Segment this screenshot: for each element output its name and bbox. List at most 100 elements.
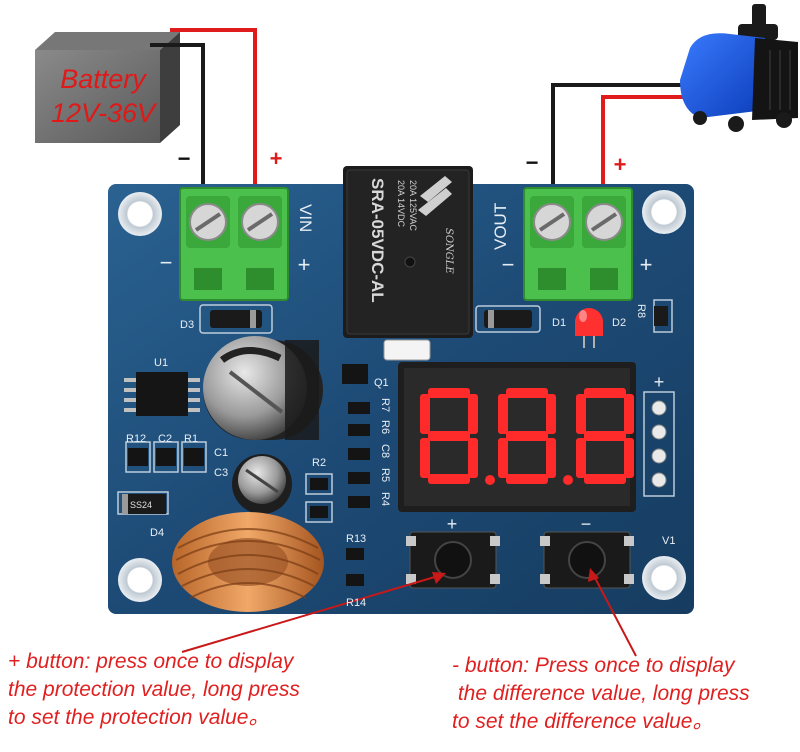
label-r8: R8 xyxy=(635,304,647,318)
mount-hole-top-left xyxy=(118,192,162,236)
relay-pad xyxy=(383,339,431,361)
plus-caption-line-1: + button: press once to display xyxy=(8,650,294,673)
display-digit-2-segment-b xyxy=(624,394,634,434)
label-c2: C2 xyxy=(158,433,172,445)
songle-logo xyxy=(420,176,452,202)
battery-side xyxy=(160,32,180,143)
display-digit-0-segment-c xyxy=(468,438,478,478)
display-digit-1-segment-g xyxy=(506,431,548,441)
relay-rating-1: 20A 14VDC xyxy=(396,180,406,228)
label-c8: C8 xyxy=(379,444,391,458)
capacitor-c1 xyxy=(203,336,323,440)
transistor-q1 xyxy=(342,364,368,384)
label-ss24: SS24 xyxy=(130,500,152,510)
pump-positive-wire xyxy=(601,95,720,190)
label-r6: R6 xyxy=(379,420,391,434)
mount-hole-bottom-right xyxy=(642,556,686,600)
label-c1: C1 xyxy=(214,447,228,459)
battery-positive-wire xyxy=(170,28,257,190)
capacitor-c3 xyxy=(232,454,292,514)
label-r1: R1 xyxy=(184,433,198,445)
display-digit-1-segment-a xyxy=(506,388,548,398)
label-c3: C3 xyxy=(214,467,228,479)
vout-minus-label: − xyxy=(502,252,515,277)
display-digit-1-segment-c xyxy=(546,438,556,478)
battery-minus-label: − xyxy=(178,146,191,171)
header-pins xyxy=(651,400,667,488)
display-digit-0-segment-g xyxy=(428,431,470,441)
display-digit-0-segment-b xyxy=(468,394,478,434)
diode-d1 xyxy=(484,310,532,328)
plus-button-caption: + button: press once to display the prot… xyxy=(8,648,300,732)
display-decimal-point xyxy=(485,475,495,485)
vin-label: VIN xyxy=(296,204,315,232)
vout-terminal-block xyxy=(523,187,633,301)
water-pump xyxy=(680,4,798,132)
vin-terminal-block xyxy=(179,187,289,301)
label-q1: Q1 xyxy=(374,377,389,389)
display-digit-1-segment-f xyxy=(498,394,508,434)
battery-label-line1: Battery xyxy=(60,64,146,94)
resistor-r8 xyxy=(654,306,668,326)
display-digit-0-segment-d xyxy=(428,474,470,484)
minus-button[interactable] xyxy=(540,531,634,589)
plus-button-arrow xyxy=(181,572,446,653)
pump-minus-label: − xyxy=(526,150,539,175)
mount-hole-top-right xyxy=(642,190,686,234)
battery xyxy=(35,32,180,143)
minus-button-arrow xyxy=(588,568,637,657)
pump-intake xyxy=(752,38,798,120)
display-digit-2-segment-d xyxy=(584,474,626,484)
pump-body xyxy=(680,33,765,118)
minus-caption-line-3: to set the difference value。 xyxy=(452,710,714,733)
display-digit-1-segment-e xyxy=(498,438,508,478)
display-digit-2-segment-a xyxy=(584,388,626,398)
diode-d3 xyxy=(210,310,262,328)
label-d4: D4 xyxy=(150,527,164,539)
vout-label: VOUT xyxy=(491,203,510,250)
seven-segment-display xyxy=(398,362,636,512)
vin-minus-label: − xyxy=(160,250,173,275)
relay-brand: SONGLE xyxy=(443,228,454,274)
battery-label-line2: 12V-36V xyxy=(50,98,156,128)
display-digit-2-segment-f xyxy=(576,394,586,434)
minus-caption-line-2: the difference value, long press xyxy=(452,682,750,705)
label-btn-plus: + xyxy=(447,514,458,534)
label-r13: R13 xyxy=(346,533,366,545)
battery-label: Battery 12V-36V xyxy=(38,62,168,130)
label-v1: V1 xyxy=(662,535,675,547)
vout-plus-label: + xyxy=(640,252,653,277)
vin-plus-label: + xyxy=(298,252,311,277)
label-r7: R7 xyxy=(379,398,391,412)
minus-button-caption: - button: Press once to display the diff… xyxy=(452,652,750,736)
label-btn-minus: − xyxy=(581,514,592,534)
display-digit-0-segment-e xyxy=(420,438,430,478)
battery-top xyxy=(35,32,180,50)
label-d1: D1 xyxy=(552,317,566,329)
plus-caption-line-3: to set the protection value。 xyxy=(8,706,270,729)
plus-caption-line-2: the protection value, long press xyxy=(8,678,300,701)
relay-rating-2: 20A 125VAC xyxy=(408,180,418,231)
pump-outlet xyxy=(752,4,766,28)
label-r4: R4 xyxy=(379,492,391,506)
led-d2 xyxy=(575,308,603,348)
battery-negative-wire xyxy=(150,43,205,190)
label-r14: R14 xyxy=(346,597,366,609)
minus-caption-line-1: - button: Press once to display xyxy=(452,654,735,677)
label-r2: R2 xyxy=(312,457,326,469)
plus-button[interactable] xyxy=(406,531,500,589)
label-d2: D2 xyxy=(612,317,626,329)
battery-face xyxy=(35,50,160,143)
display-digit-2-segment-e xyxy=(576,438,586,478)
inductor-coil xyxy=(172,512,324,612)
display-decimal-point xyxy=(563,475,573,485)
battery-plus-label: + xyxy=(270,146,283,171)
label-r5: R5 xyxy=(379,468,391,482)
pump-plus-label: + xyxy=(614,152,627,177)
display-digit-1-segment-d xyxy=(506,474,548,484)
mount-hole-bottom-left xyxy=(118,558,162,602)
diode-d4 xyxy=(122,494,166,514)
display-digit-1-segment-b xyxy=(546,394,556,434)
display-digit-2-segment-c xyxy=(624,438,634,478)
